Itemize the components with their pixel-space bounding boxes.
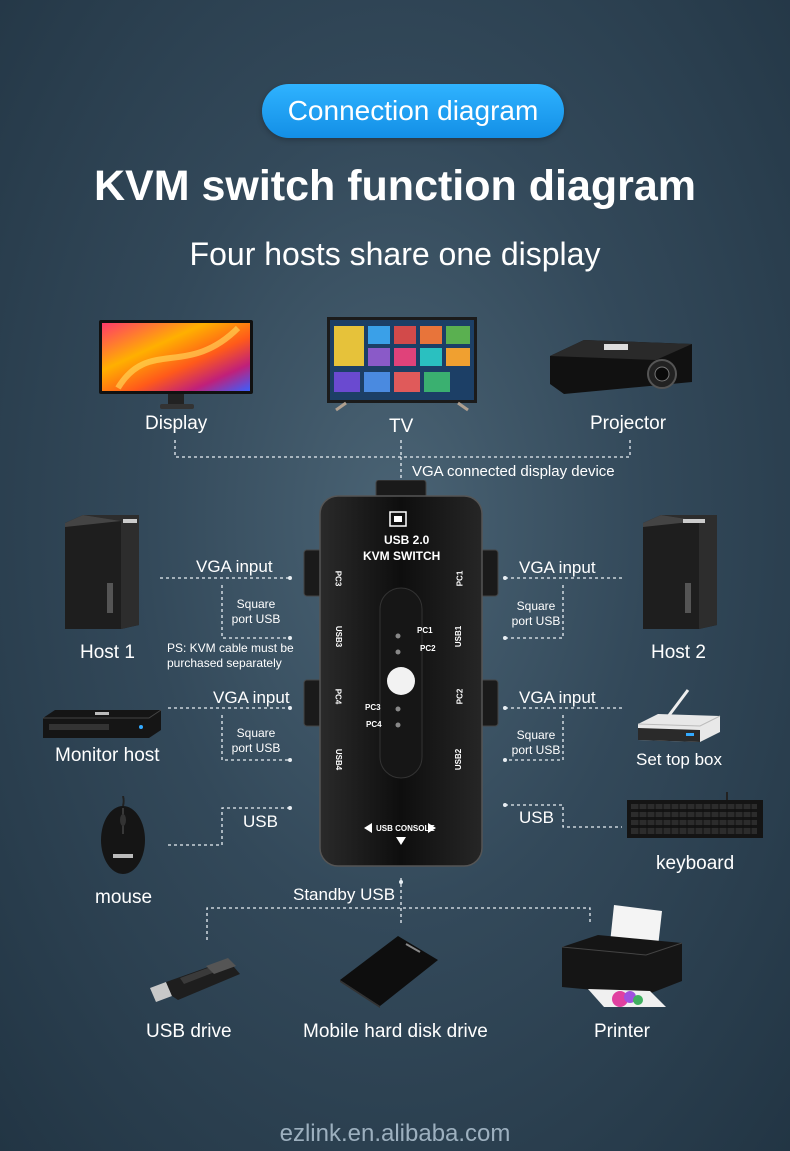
right-square-usb-1-line1: Square bbox=[516, 599, 556, 613]
monitor-host-label: Monitor host bbox=[55, 745, 160, 766]
tv-image bbox=[326, 316, 478, 412]
projector-image bbox=[544, 334, 696, 400]
right-square-usb-2: Square port USB bbox=[506, 728, 566, 758]
pc3-indicator: PC3 bbox=[365, 703, 381, 712]
mouse-image bbox=[98, 795, 148, 876]
display-monitor-image bbox=[98, 318, 254, 412]
left-square-usb-1: Square port USB bbox=[226, 597, 286, 627]
usb-drive-label: USB drive bbox=[146, 1021, 232, 1042]
right-vga-input-2: VGA input bbox=[519, 688, 596, 707]
connection-diagram-badge: Connection diagram bbox=[262, 84, 564, 138]
right-square-usb-2-line2: port USB bbox=[511, 743, 561, 757]
set-top-box-image bbox=[634, 688, 724, 746]
hdd-label: Mobile hard disk drive bbox=[303, 1021, 488, 1042]
port-label-usb4: USB4 bbox=[334, 748, 344, 771]
kvm-switch: USB 2.0 KVM SWITCH PC1 PC2 PC3 PC4 PC3 U… bbox=[292, 479, 510, 870]
host1-label: Host 1 bbox=[80, 642, 135, 663]
keyboard-image bbox=[625, 792, 765, 842]
ps-note-line2: purchased separately bbox=[167, 656, 282, 670]
pc4-indicator: PC4 bbox=[366, 720, 382, 729]
usb-console-label: USB CONSOLE bbox=[376, 824, 435, 833]
switch-line2: KVM SWITCH bbox=[363, 549, 441, 563]
port-label-pc3: PC3 bbox=[333, 570, 343, 587]
right-vga-input-1: VGA input bbox=[519, 558, 596, 577]
pc1-indicator: PC1 bbox=[417, 626, 433, 635]
left-square-usb-2-line2: port USB bbox=[231, 741, 281, 755]
right-square-usb-1-line2: port USB bbox=[511, 614, 561, 628]
right-square-usb-2-line1: Square bbox=[516, 728, 556, 742]
port-label-pc2: PC2 bbox=[455, 688, 465, 705]
ps-note-line1: PS: KVM cable must be bbox=[167, 641, 294, 655]
port-label-usb3: USB3 bbox=[334, 625, 344, 648]
left-vga-input-2: VGA input bbox=[213, 688, 290, 707]
left-square-usb-2: Square port USB bbox=[226, 726, 286, 756]
right-square-usb-1: Square port USB bbox=[506, 599, 566, 629]
pc2-indicator: PC2 bbox=[420, 644, 436, 653]
watermark: ezlink.en.alibaba.com bbox=[279, 1120, 511, 1147]
host1-pc-image bbox=[63, 513, 141, 631]
usb-drive-image bbox=[146, 952, 242, 1008]
keyboard-label: keyboard bbox=[656, 853, 735, 874]
port-label-pc4: PC4 bbox=[333, 688, 343, 705]
mouse-label: mouse bbox=[95, 887, 153, 908]
hdd-image bbox=[336, 932, 440, 1008]
standby-usb-label: Standby USB bbox=[293, 885, 396, 904]
host2-label: Host 2 bbox=[651, 642, 706, 663]
projector-label: Projector bbox=[590, 413, 667, 434]
port-label-usb2: USB2 bbox=[454, 748, 464, 771]
tv-label: TV bbox=[389, 416, 414, 437]
host2-pc-image bbox=[641, 513, 719, 631]
right-usb-label: USB bbox=[519, 808, 554, 827]
left-square-usb-2-line1: Square bbox=[236, 726, 276, 740]
printer-image bbox=[558, 903, 686, 1013]
printer-label: Printer bbox=[594, 1021, 650, 1042]
port-label-pc1: PC1 bbox=[455, 570, 465, 587]
page-title: KVM switch function diagram bbox=[93, 162, 697, 210]
vga-display-note: VGA connected display device bbox=[412, 463, 615, 480]
port-label-usb1: USB1 bbox=[454, 625, 464, 648]
left-square-usb-1-line2: port USB bbox=[231, 612, 281, 626]
page-subtitle: Four hosts share one display bbox=[189, 236, 601, 272]
left-usb-label: USB bbox=[243, 812, 278, 831]
switch-line1: USB 2.0 bbox=[384, 533, 430, 547]
display-label: Display bbox=[145, 413, 208, 434]
left-vga-input-1: VGA input bbox=[196, 557, 273, 576]
monitor-host-image bbox=[41, 708, 163, 740]
ps-note: PS: KVM cable must be purchased separate… bbox=[167, 641, 294, 671]
set-top-box-label: Set top box bbox=[636, 750, 723, 769]
left-square-usb-1-line1: Square bbox=[236, 597, 276, 611]
